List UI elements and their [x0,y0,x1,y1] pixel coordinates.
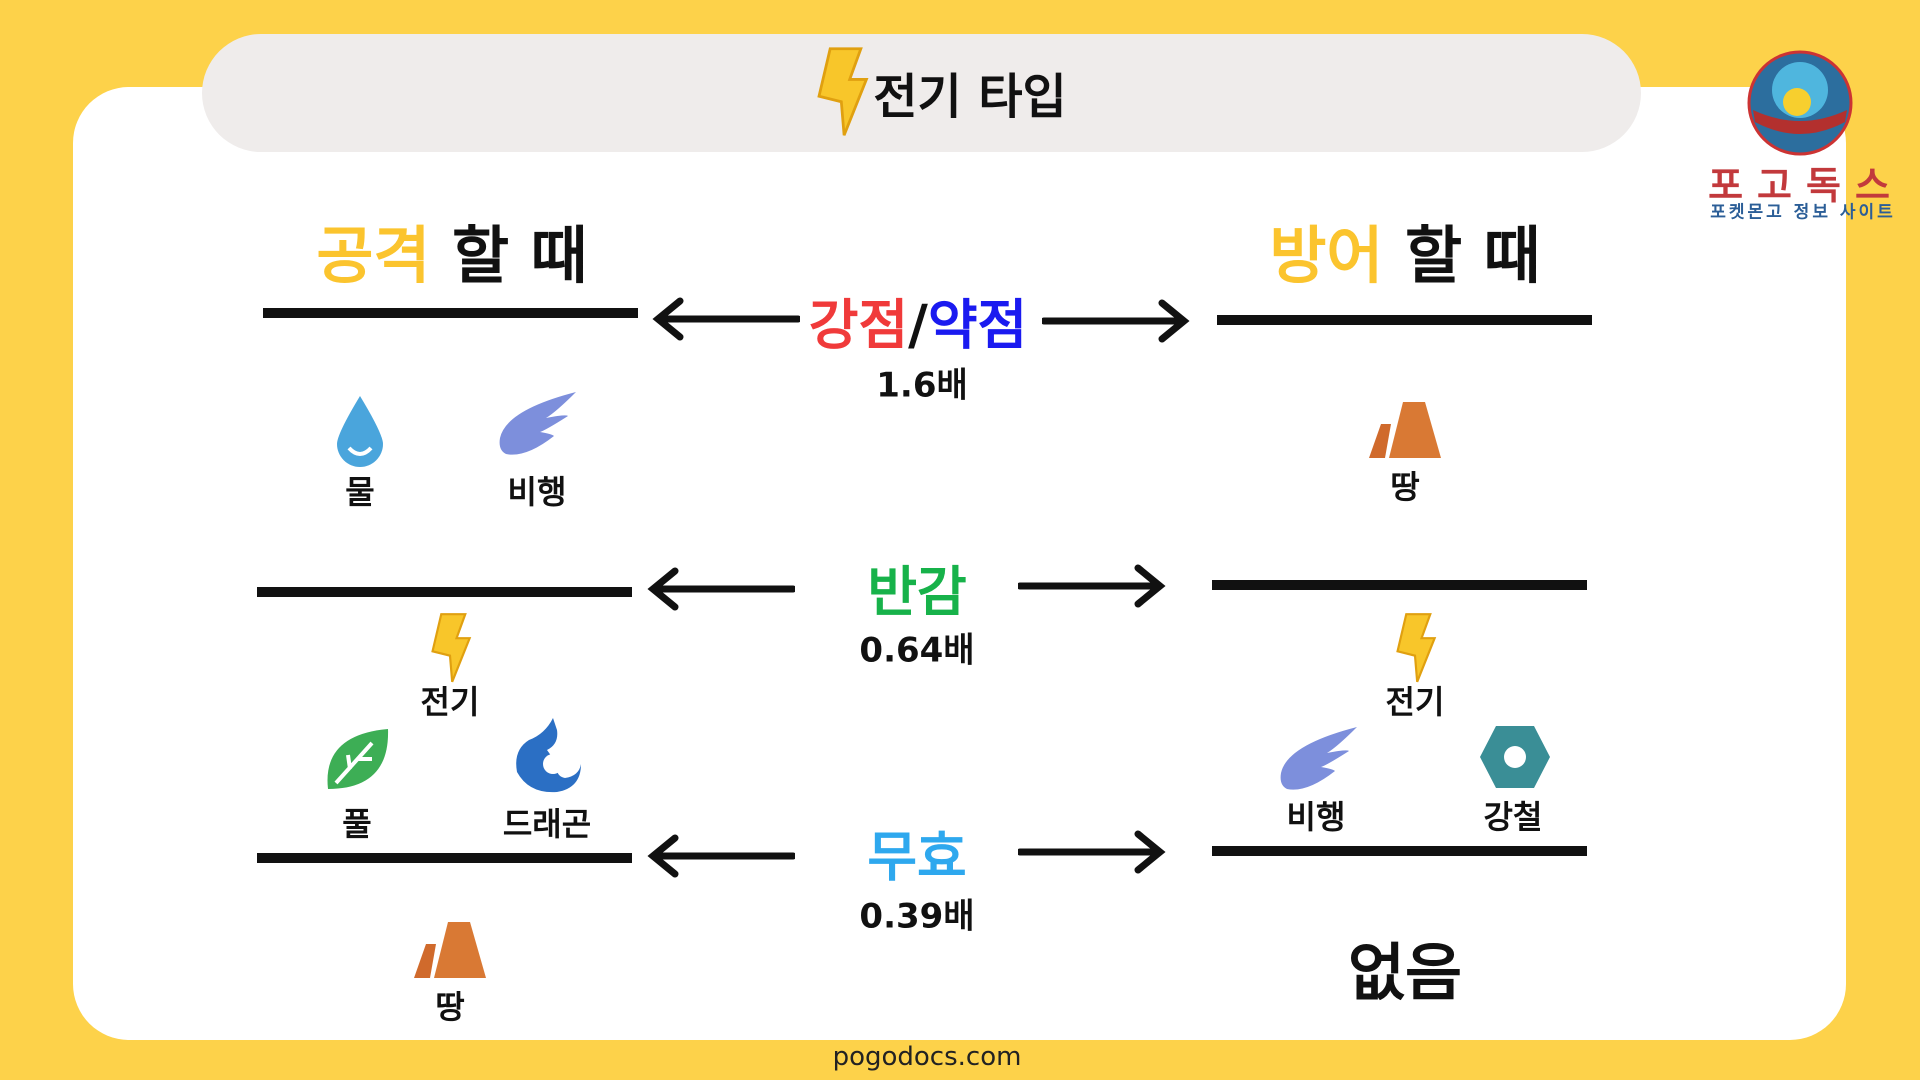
resist-label: 반감 [867,560,967,624]
type-label: 전기 [1385,683,1445,721]
type-label: 비행 [507,473,567,511]
ground-type-icon [414,922,486,978]
water-type-icon [337,396,383,467]
none-label: 없음 [1347,936,1463,1009]
grass-type-icon [327,729,389,789]
lightning-icon [817,47,869,136]
steel-type-icon [1480,726,1550,788]
multiplier: 1.6배 [876,365,968,406]
divider [263,308,638,318]
type-label: 풀 [342,805,372,843]
strong-weak-label: 강점/약점 [808,293,1028,357]
electric-type-icon [431,613,472,683]
type-label: 물 [345,473,375,511]
type-label: 비행 [1286,798,1346,836]
content-card [73,87,1846,1040]
left-arrow-icon [652,297,800,341]
logo-title: 포고독스 [1708,163,1904,208]
flying-type-icon [499,392,576,455]
type-label: 드래곤 [502,805,592,843]
logo-subtitle: 포켓몬고 정보 사이트 [1710,202,1896,223]
immune-label: 무효 [867,825,967,889]
type-label: 전기 [420,683,480,721]
header-bar [202,34,1641,152]
ground-type-icon [1369,402,1441,458]
right-arrow-icon [1042,299,1190,343]
type-label: 땅 [1390,468,1420,506]
logo-pikachu-icon [1747,50,1853,156]
divider [257,853,632,863]
divider [1212,846,1587,856]
type-label: 땅 [435,988,465,1026]
divider [257,587,632,597]
type-label: 강철 [1483,798,1543,836]
left-arrow-icon [647,834,795,878]
right-arrow-icon [1018,564,1166,608]
page-title: 전기 타입 [813,46,1067,138]
multiplier: 0.64배 [859,630,975,671]
flying-type-icon [1280,727,1357,790]
right-arrow-icon [1018,830,1166,874]
divider [1217,315,1592,325]
defense-heading: 방어 할 때 [1269,219,1541,292]
electric-type-icon [1396,613,1437,683]
attack-heading: 공격 할 때 [316,219,588,292]
divider [1212,580,1587,590]
multiplier: 0.39배 [859,896,975,937]
footer-url[interactable]: pogodocs.com [832,1042,1022,1072]
dragon-type-icon [516,718,581,793]
left-arrow-icon [647,567,795,611]
